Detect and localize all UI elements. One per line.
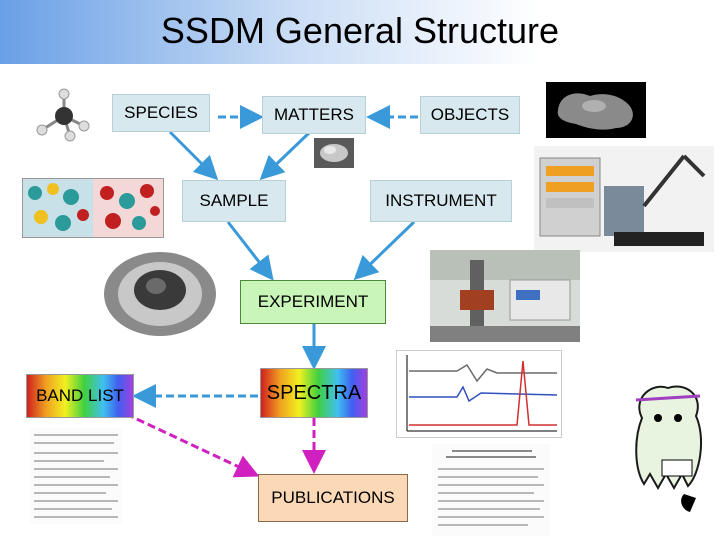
arrow-instrument-experiment [353, 220, 416, 281]
arrow-matters-sample [259, 130, 312, 181]
band-list-box: BAND LIST [26, 374, 134, 418]
sample-label: SAMPLE [199, 191, 269, 210]
species-label: SPECIES [124, 103, 198, 122]
objects-box: OBJECTS [420, 96, 520, 134]
spectra-label: SPECTRA [266, 381, 362, 404]
sample-holder-photo [98, 250, 230, 342]
matters-box: MATTERS [262, 96, 366, 134]
species-box: SPECIES [112, 94, 210, 132]
arrow-sample-experiment [226, 221, 274, 281]
instrument-setup-photo [534, 146, 714, 252]
asteroid-image [546, 82, 646, 138]
experiment-box: EXPERIMENT [240, 280, 386, 324]
publications-label: PUBLICATIONS [271, 488, 395, 507]
instrument-box: INSTRUMENT [370, 180, 512, 222]
laboratory-equipment-photo [430, 250, 580, 342]
arrow-species-sample [168, 130, 219, 181]
ice-mixture-illustration [22, 178, 164, 238]
band-list-table-image [30, 428, 122, 524]
publication-page-image [432, 444, 550, 536]
spectra-box: SPECTRA [260, 368, 368, 418]
spectra-plot-image [396, 350, 562, 438]
arrow-bandlist-publications [125, 412, 260, 478]
instrument-label: INSTRUMENT [385, 191, 497, 210]
sample-grain-image [314, 138, 354, 168]
publications-box: PUBLICATIONS [258, 474, 408, 522]
matters-label: MATTERS [274, 105, 354, 124]
molecule-ball-and-stick-image [34, 88, 94, 144]
ghost-logo-image [622, 378, 712, 518]
title-bar [0, 0, 720, 64]
slide-title: SSDM General Structure [160, 10, 560, 51]
sample-box: SAMPLE [182, 180, 286, 222]
experiment-label: EXPERIMENT [257, 292, 369, 311]
objects-label: OBJECTS [430, 105, 510, 124]
band-list-label: BAND LIST [36, 386, 124, 405]
